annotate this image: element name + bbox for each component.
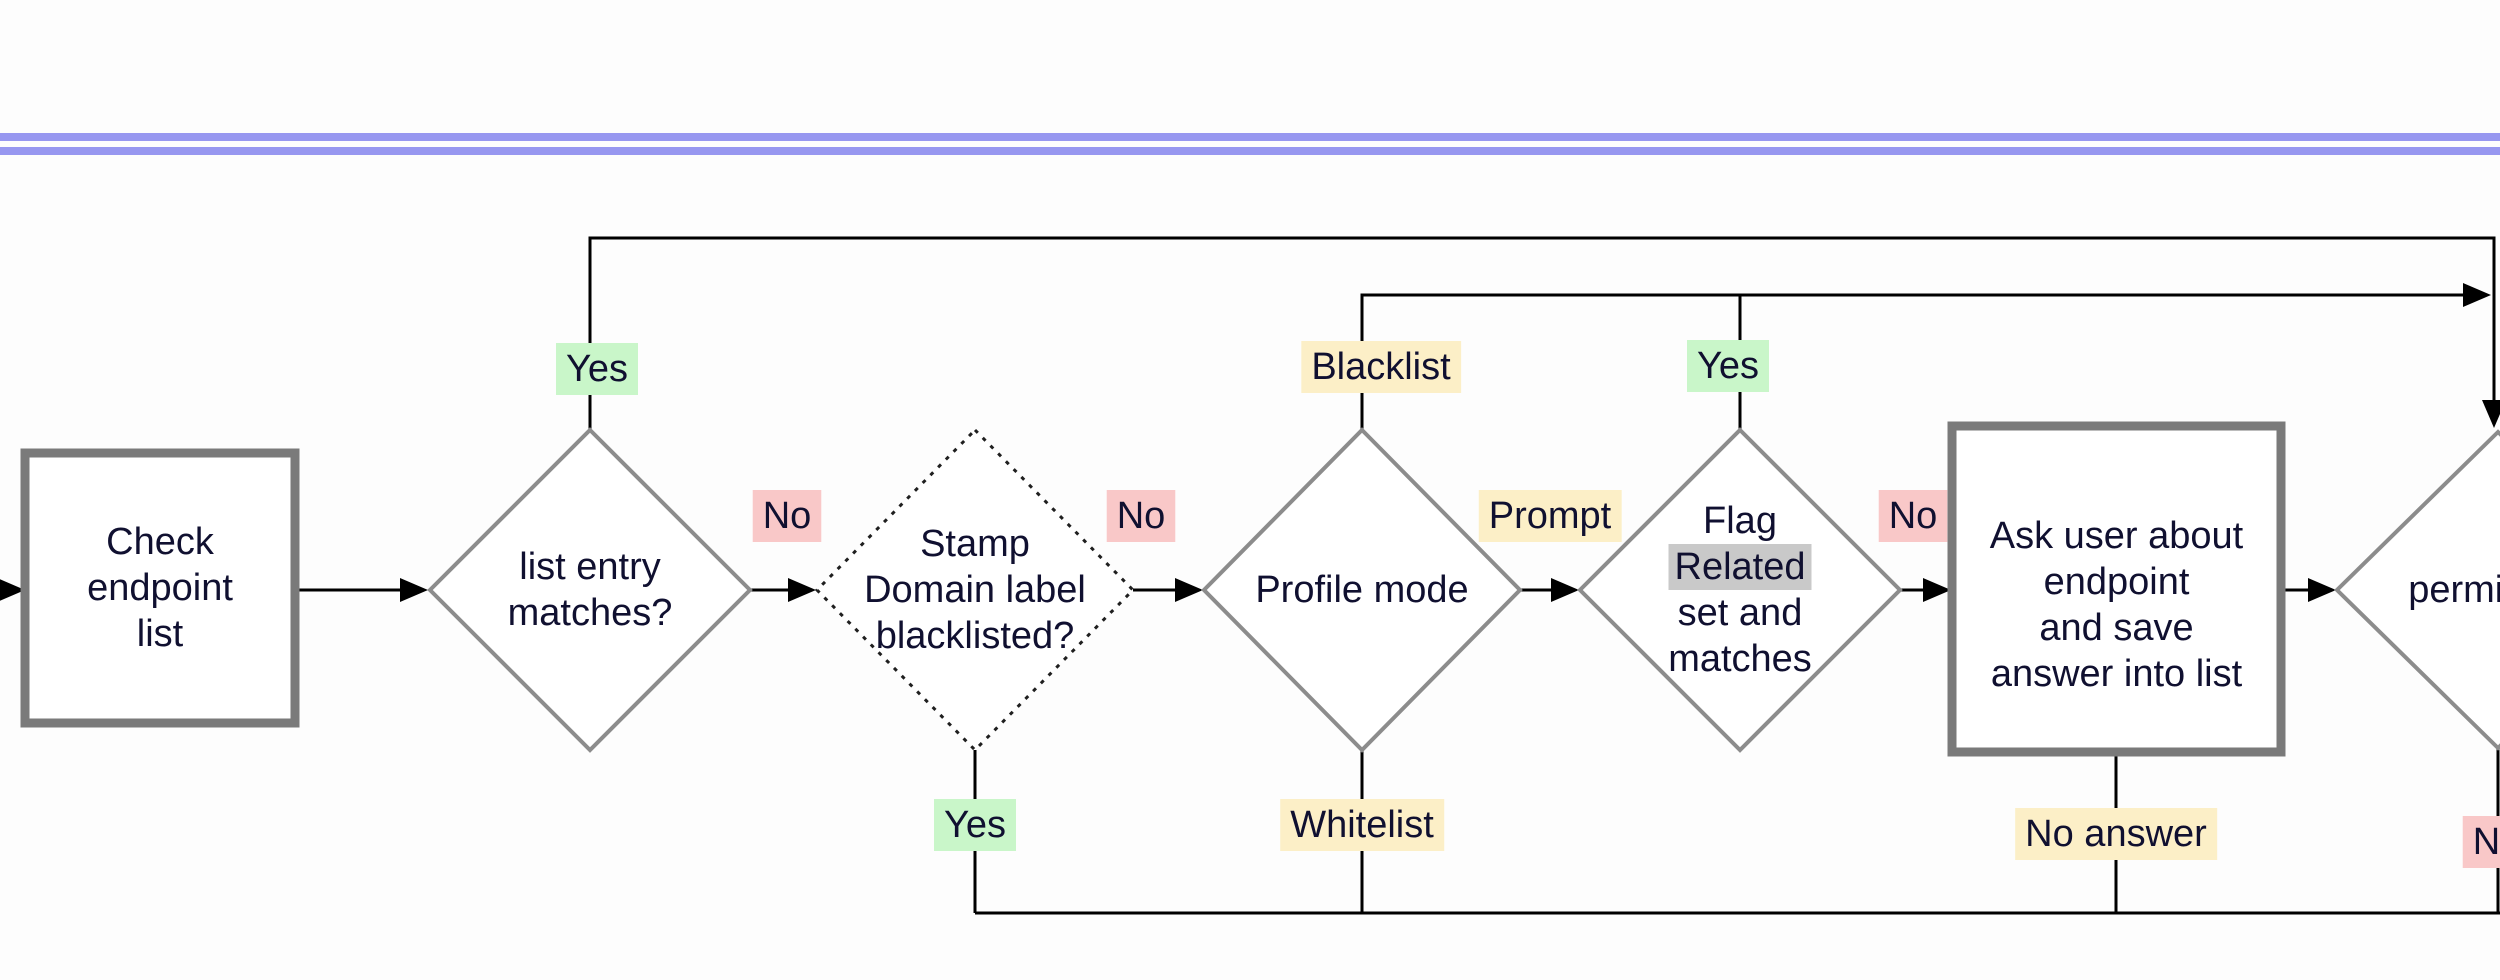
- arrowhead-icon: [1551, 578, 1579, 602]
- process-box: [1947, 421, 2286, 757]
- branch-label-text: Whitelist: [1290, 804, 1434, 846]
- arrowhead-icon: [2463, 283, 2491, 307]
- branch-label-no-3: No: [1878, 490, 1948, 542]
- node-text-line: matches?: [508, 592, 673, 634]
- arrowhead-icon: [1175, 578, 1203, 602]
- branch-label-bg: [1106, 490, 1176, 542]
- branch-label-text: Yes: [1697, 345, 1759, 387]
- branch-label-text: No: [1889, 495, 1938, 537]
- decision-diamond: [1201, 427, 1523, 753]
- branch-label-text: No: [2473, 821, 2500, 863]
- arrowhead-icon: [400, 578, 428, 602]
- node-text-line: matches: [1668, 638, 1812, 680]
- branch-label-yes-2: Yes: [934, 799, 1016, 851]
- branch-label-text: Yes: [944, 804, 1006, 846]
- node-text-line: endpoint: [2044, 561, 2190, 603]
- node-text-line: Stamp: [920, 523, 1030, 565]
- node-text-line: blacklisted?: [876, 615, 1075, 657]
- node-permitted: permitted?: [2334, 429, 2500, 751]
- edge-line: [588, 236, 2496, 430]
- branch-label-no-answer: No answer: [2015, 808, 2218, 860]
- branch-label-bg: [1478, 490, 1622, 542]
- process-box: [20, 448, 300, 728]
- branch-label-no-4: No: [2462, 816, 2500, 868]
- edge-entry-arrow: [0, 579, 25, 601]
- text-highlight: [1668, 544, 1812, 590]
- node-text-line: list entry: [519, 546, 660, 588]
- node-text-line: Flag: [1703, 500, 1777, 542]
- branch-label-bg: [1301, 341, 1462, 393]
- branch-label-bg: [1878, 490, 1948, 542]
- edge-flag-to-ask-user: [1900, 578, 1951, 602]
- edge-stamp-to-profile: [1133, 578, 1203, 602]
- arrowhead-icon: [1923, 578, 1951, 602]
- top-divider-line-1: [0, 133, 2500, 141]
- decision-diamond: [427, 427, 753, 753]
- arrowhead-icon: [788, 578, 816, 602]
- decision-diamond: [814, 427, 1136, 753]
- branch-label-bg: [1280, 799, 1445, 851]
- edge-yes-loop-top: [588, 236, 2500, 430]
- edge-ask-user-to-permitted: [2281, 578, 2336, 602]
- node-text-line: Check: [106, 521, 215, 563]
- node-text-line: endpoint: [87, 567, 233, 609]
- branch-label-text: Blacklist: [1311, 346, 1451, 388]
- branch-label-text: No: [1117, 495, 1166, 537]
- arrowhead-icon: [2308, 578, 2336, 602]
- node-text-line: answer into list: [1991, 653, 2243, 695]
- node-profile-mode: Profile mode: [1201, 427, 1523, 753]
- branch-label-yes-3: Yes: [1687, 340, 1769, 392]
- edge-check-to-list-entry: [295, 578, 428, 602]
- branch-label-whitelist: Whitelist: [1280, 799, 1445, 851]
- branch-label-text: Yes: [566, 348, 628, 390]
- node-text-line: permitted?: [2408, 569, 2500, 611]
- top-divider-line-2: [0, 147, 2500, 155]
- node-text-line: Profile mode: [1255, 569, 1468, 611]
- branch-label-no-2: No: [1106, 490, 1176, 542]
- node-text-line: Related: [1675, 546, 1806, 588]
- node-text-line: Ask user about: [1990, 515, 2244, 557]
- branch-label-blacklist: Blacklist: [1301, 341, 1462, 393]
- branch-label-prompt: Prompt: [1478, 490, 1622, 542]
- node-text-line: list: [137, 613, 184, 655]
- edge-profile-to-flag: [1520, 578, 1579, 602]
- arrowhead-icon: [2482, 400, 2500, 428]
- decision-diamond: [2334, 429, 2500, 751]
- branch-label-yes-1: Yes: [556, 343, 638, 395]
- branch-label-bg: [2015, 808, 2218, 860]
- node-text-line: set and: [1678, 592, 1803, 634]
- arrowhead-icon: [0, 579, 25, 601]
- edge-list-entry-to-stamp: [750, 578, 816, 602]
- node-text-line: and save: [2039, 607, 2193, 649]
- branch-label-bg: [752, 490, 822, 542]
- branch-label-bg: [934, 799, 1016, 851]
- branch-label-bg: [1687, 340, 1769, 392]
- node-text-line: Domain label: [864, 569, 1086, 611]
- branch-label-no-1: No: [752, 490, 822, 542]
- branch-label-text: No: [763, 495, 812, 537]
- branch-label-text: Prompt: [1489, 495, 1612, 537]
- branch-label-bg: [556, 343, 638, 395]
- branch-label-text: No answer: [2025, 813, 2207, 855]
- branch-label-bg: [2462, 816, 2500, 868]
